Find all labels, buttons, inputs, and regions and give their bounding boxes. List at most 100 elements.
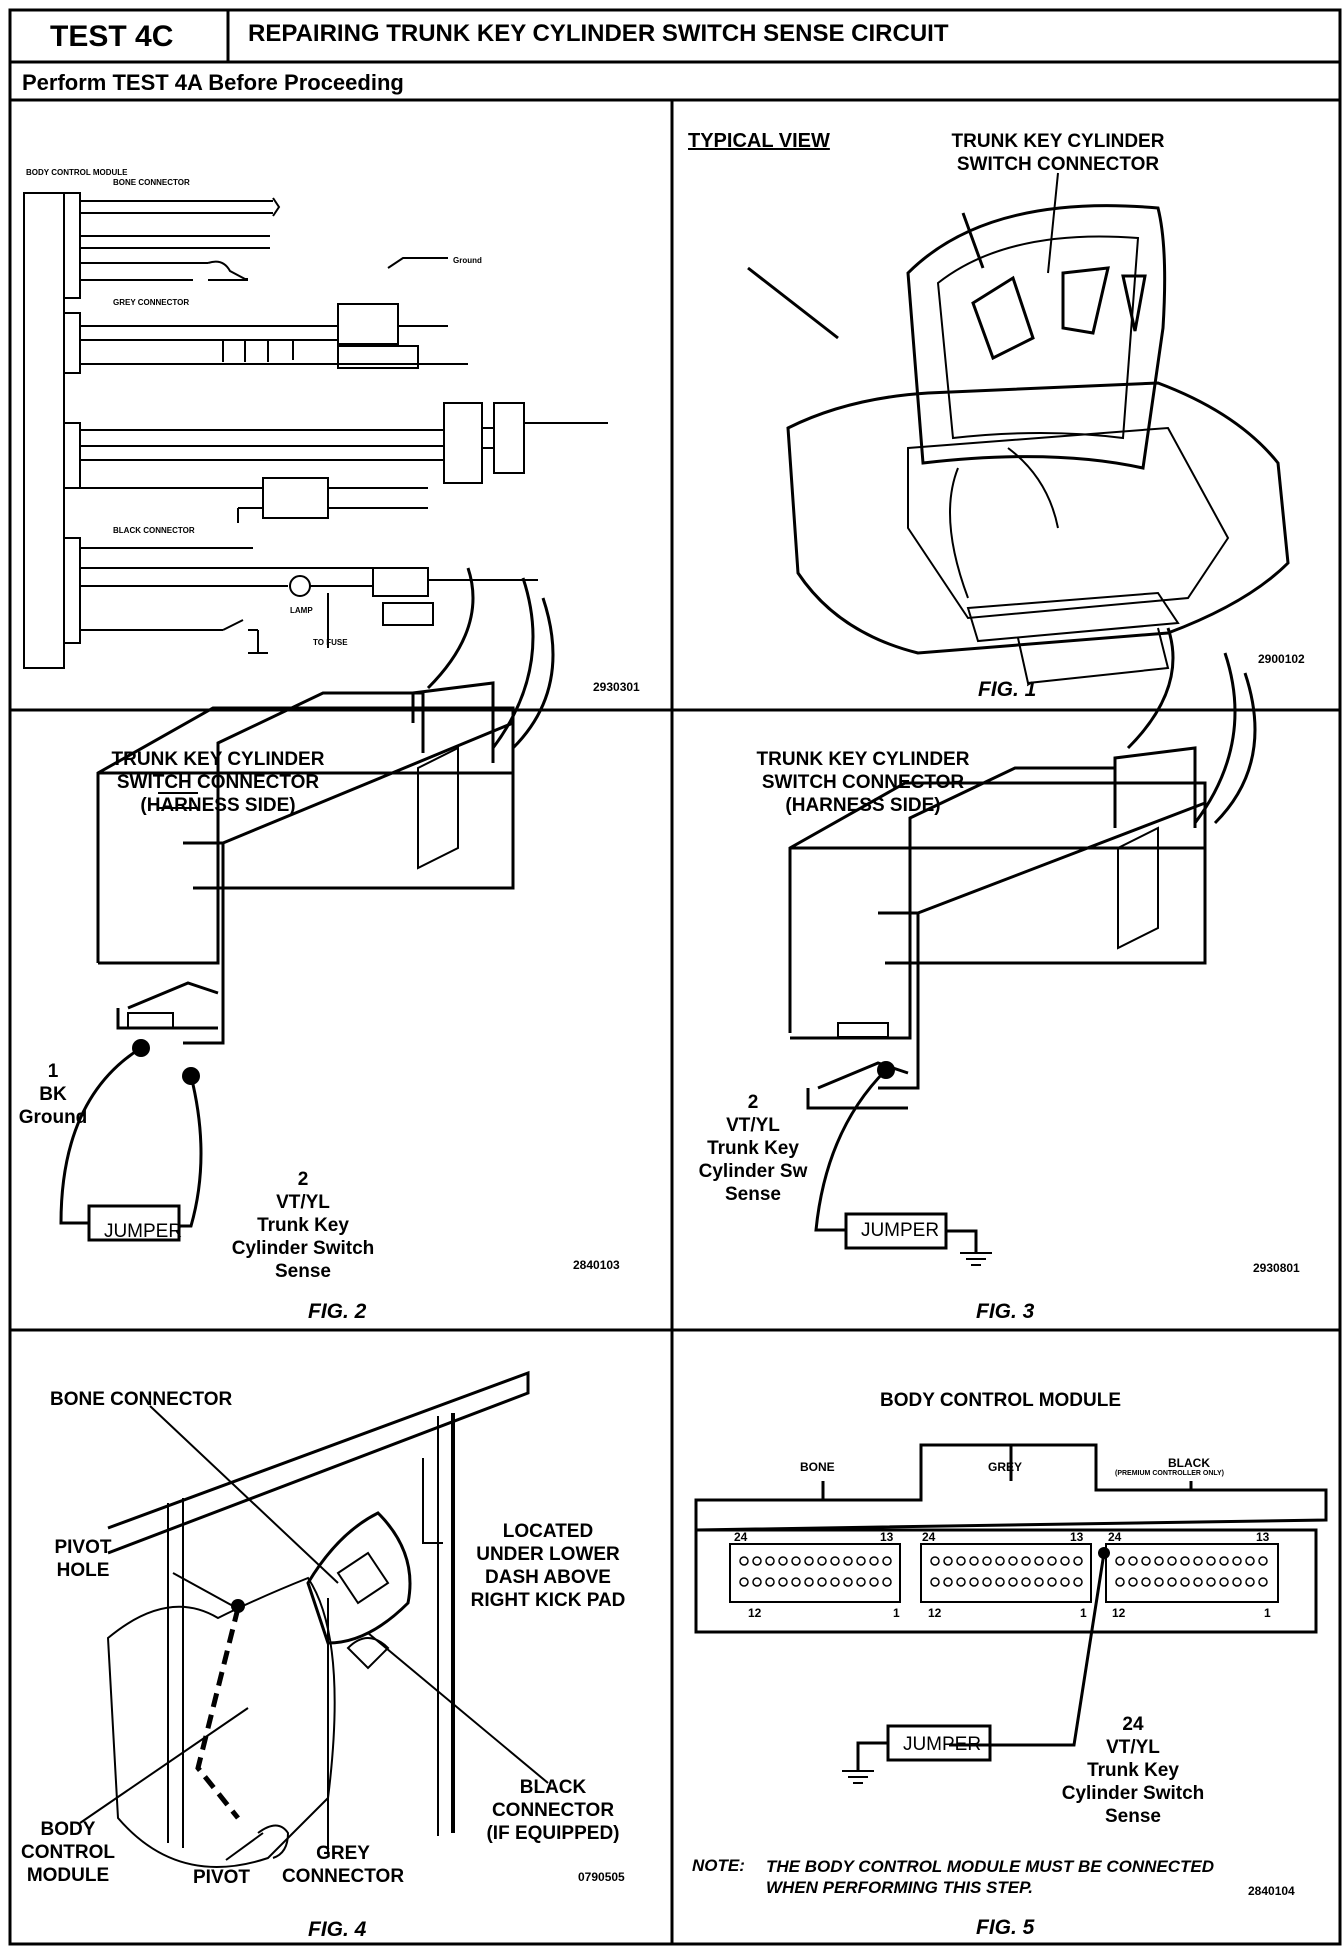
wiring-schematic bbox=[23, 192, 608, 669]
fig3-pin2-color: VT/YL bbox=[726, 1115, 780, 1136]
fig2-pin2-function-1: Trunk Key bbox=[257, 1215, 349, 1236]
fig1-connector-label-line2: SWITCH CONNECTOR bbox=[956, 154, 1160, 175]
fig5-code: 2840104 bbox=[1248, 1884, 1295, 1898]
wiring-black-label: BLACK CONNECTOR bbox=[113, 526, 195, 535]
page-title: REPAIRING TRUNK KEY CYLINDER SWITCH SENS… bbox=[248, 20, 949, 47]
fig5-note-label: NOTE: bbox=[692, 1856, 745, 1875]
fig4-location-note: LOCATED UNDER LOWER DASH ABOVE RIGHT KIC… bbox=[458, 1520, 638, 1612]
fig4-caption: FIG. 4 bbox=[308, 1918, 367, 1941]
fig3-pin2-function-2: Cylinder Sw bbox=[698, 1161, 808, 1182]
fig3-title: TRUNK KEY CYLINDER SWITCH CONNECTOR (HAR… bbox=[723, 748, 1003, 817]
fig5-black-pin1: 1 bbox=[1264, 1606, 1271, 1620]
trunk-illustration bbox=[747, 204, 1290, 685]
fig1-code: 2900102 bbox=[1258, 652, 1305, 666]
fig4-pivot-label: PIVOT bbox=[193, 1867, 251, 1888]
fig4-location-line2: UNDER LOWER bbox=[476, 1544, 620, 1565]
fig2-caption: FIG. 2 bbox=[308, 1300, 367, 1323]
fig2-jumper-label: JUMPER bbox=[103, 1221, 183, 1242]
fig3-jumper-label: JUMPER bbox=[860, 1220, 940, 1241]
fig3-code: 2930801 bbox=[1253, 1261, 1300, 1275]
fig5-caption: FIG. 5 bbox=[976, 1916, 1035, 1939]
fig2-title: TRUNK KEY CYLINDER SWITCH CONNECTOR (HAR… bbox=[78, 748, 358, 817]
fig3-title-line2: SWITCH CONNECTOR bbox=[761, 772, 965, 793]
fig4-black-line3: (IF EQUIPPED) bbox=[486, 1823, 620, 1844]
fig4-black-line1: BLACK bbox=[519, 1777, 587, 1798]
fig2-connector-drawing bbox=[96, 567, 555, 1045]
fig5-note-line2: WHEN PERFORMING THIS STEP. bbox=[766, 1878, 1033, 1897]
fig4-black-label: BLACK CONNECTOR (IF EQUIPPED) bbox=[478, 1776, 628, 1845]
fig4-pivot-hole-label: PIVOT HOLE bbox=[38, 1536, 128, 1582]
fig5-black-note: (PREMIUM CONTROLLER ONLY) bbox=[1115, 1470, 1225, 1477]
typical-view-label: TYPICAL VIEW bbox=[688, 130, 830, 152]
fig5-note: THE BODY CONTROL MODULE MUST BE CONNECTE… bbox=[766, 1856, 1214, 1898]
test-id: TEST 4C bbox=[50, 20, 174, 53]
fig3-jumper-wires bbox=[814, 1068, 992, 1266]
fig5-note-line1: THE BODY CONTROL MODULE MUST BE CONNECTE… bbox=[766, 1857, 1214, 1876]
fig5-pin-rows bbox=[739, 1556, 1268, 1587]
fig4-black-line2: CONNECTOR bbox=[491, 1800, 615, 1821]
fig3-caption: FIG. 3 bbox=[976, 1300, 1035, 1323]
fig1-connector-label: TRUNK KEY CYLINDER SWITCH CONNECTOR bbox=[928, 130, 1188, 176]
fig2-pin2-color: VT/YL bbox=[276, 1192, 330, 1213]
fig2-jumper-wires bbox=[59, 1046, 203, 1242]
fig5-grey-pin1: 1 bbox=[1080, 1606, 1087, 1620]
instruction: Perform TEST 4A Before Proceeding bbox=[22, 70, 404, 95]
fig2-title-line2: SWITCH CONNECTOR bbox=[116, 772, 320, 793]
fig2-pin1-number: 1 bbox=[47, 1061, 59, 1082]
fig5-grey-pin24: 24 bbox=[922, 1530, 936, 1544]
fig4-grey-line1: GREY bbox=[316, 1843, 370, 1864]
fig4-location-line3: DASH ABOVE bbox=[485, 1567, 611, 1588]
fig5-pin24-number: 24 bbox=[1122, 1714, 1144, 1735]
fig5-bcm-drawing bbox=[694, 1443, 1328, 1634]
fig5-black-pin24: 24 bbox=[1108, 1530, 1122, 1544]
service-sheet: TEST 4C REPAIRING TRUNK KEY CYLINDER SWI… bbox=[8, 8, 1344, 1948]
fig5-jumper-wires bbox=[842, 1552, 1106, 1784]
fig5-grey-pin13: 13 bbox=[1070, 1530, 1084, 1544]
wiring-bone-label: BONE CONNECTOR bbox=[113, 178, 190, 187]
fig1-leader bbox=[1047, 172, 1059, 274]
fig5-black-pin12: 12 bbox=[1112, 1606, 1126, 1620]
fig5-black-label: BLACK bbox=[1168, 1456, 1210, 1470]
fig4-leaders bbox=[79, 1405, 549, 1861]
fig5-bone-label: BONE bbox=[800, 1460, 835, 1474]
fig2-pin2-label: 2 VT/YL Trunk Key Cylinder Switch Sense bbox=[208, 1168, 398, 1283]
fig5-grey-pin12: 12 bbox=[928, 1606, 942, 1620]
fig4-pivot-hole bbox=[231, 1599, 245, 1613]
fig2-pin2-number: 2 bbox=[297, 1169, 309, 1190]
fig5-pin24-color: VT/YL bbox=[1106, 1737, 1160, 1758]
fig4-location-line4: RIGHT KICK PAD bbox=[470, 1590, 626, 1611]
fig5-bone-pin1: 1 bbox=[893, 1606, 900, 1620]
fig5-pin24-label: 24 VT/YL Trunk Key Cylinder Switch Sense bbox=[1038, 1713, 1228, 1828]
fig5-pin24-function-3: Sense bbox=[1105, 1806, 1161, 1827]
fig4-pivot-hole-line1: PIVOT bbox=[54, 1537, 112, 1558]
fig5-jumper-label: JUMPER bbox=[902, 1734, 982, 1755]
fig3-pin2-number: 2 bbox=[747, 1092, 759, 1113]
fig4-grey-label: GREY CONNECTOR bbox=[273, 1842, 413, 1888]
fig4-bcm-line1: BODY bbox=[40, 1819, 96, 1840]
fig2-code: 2840103 bbox=[573, 1258, 620, 1272]
fig4-grey-line2: CONNECTOR bbox=[281, 1866, 405, 1887]
fig5-black-pin13: 13 bbox=[1256, 1530, 1270, 1544]
fig4-dash-drawing bbox=[106, 1370, 530, 1868]
sheet-drawing bbox=[8, 8, 1342, 1946]
fig4-bcm-label: BODY CONTROL MODULE bbox=[18, 1818, 118, 1887]
fig3-pin2-function-1: Trunk Key bbox=[707, 1138, 799, 1159]
wiring-ground-label: Ground bbox=[453, 256, 482, 265]
wiring-grey-label: GREY CONNECTOR bbox=[113, 298, 190, 307]
fig5-bone-pin24: 24 bbox=[734, 1530, 748, 1544]
fig5-pin24-function-1: Trunk Key bbox=[1087, 1760, 1179, 1781]
fig5-grey-label: GREY bbox=[988, 1460, 1023, 1474]
fig2-pin1-function: Ground bbox=[18, 1107, 88, 1128]
wiring-code: 2930301 bbox=[593, 680, 640, 694]
wiring-lamp-label: LAMP bbox=[290, 606, 313, 615]
wiring-module-label: BODY CONTROL MODULE bbox=[26, 168, 128, 177]
frame-lines bbox=[8, 8, 1342, 1946]
fig3-connector-drawing bbox=[788, 627, 1257, 1110]
fig3-title-line3: (HARNESS SIDE) bbox=[785, 795, 941, 816]
fig5-bone-pin13: 13 bbox=[880, 1530, 894, 1544]
fig2-pin2-function-3: Sense bbox=[275, 1261, 331, 1282]
fig4-code: 0790505 bbox=[578, 1870, 625, 1884]
fig5-title: BODY CONTROL MODULE bbox=[880, 1390, 1122, 1411]
fig3-title-line1: TRUNK KEY CYLINDER bbox=[756, 749, 970, 770]
fig2-pin1-color: BK bbox=[39, 1084, 67, 1105]
